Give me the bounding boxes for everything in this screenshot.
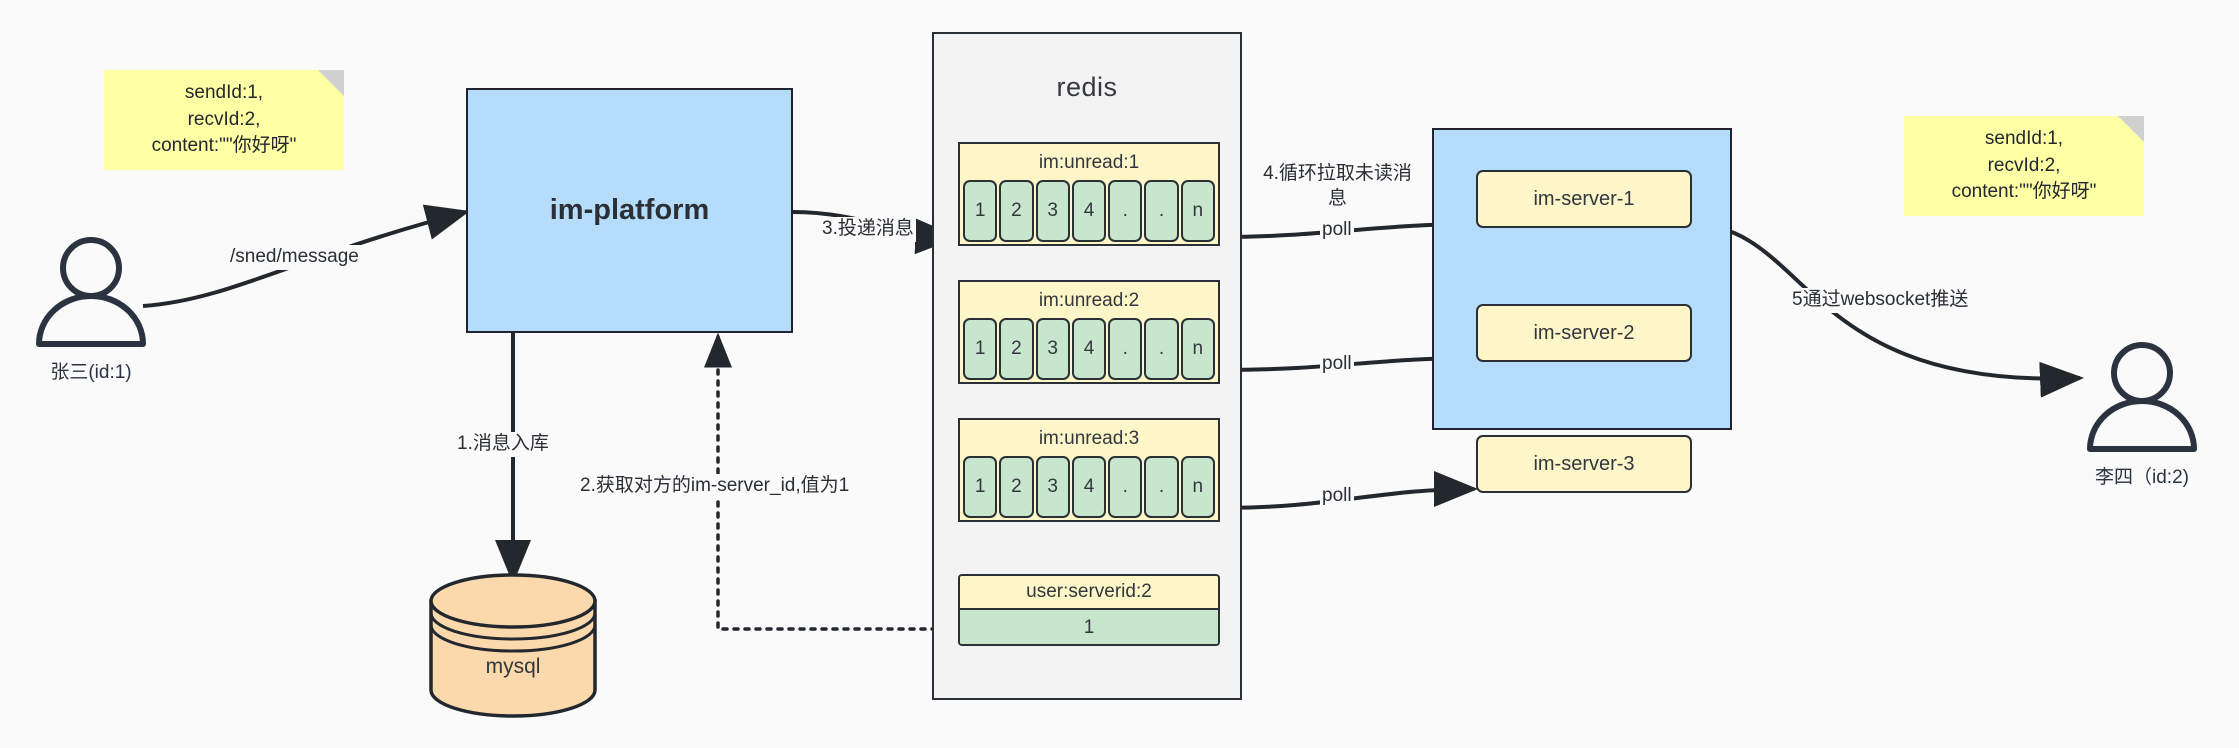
- edge-label-poll-2: poll: [1320, 352, 1354, 377]
- node-im-server-1[interactable]: im-server-1: [1476, 170, 1692, 228]
- sticky-note-left-text: sendId:1, recvId:2, content:""你好呀": [151, 81, 297, 157]
- list-cell: n: [1180, 180, 1215, 242]
- redis-title: redis: [1056, 72, 1118, 102]
- node-im-server-3[interactable]: im-server-3: [1476, 435, 1692, 493]
- list-cell: 2: [999, 318, 1034, 380]
- list-cell: 1: [963, 318, 998, 380]
- list-cell: 3: [1035, 180, 1070, 242]
- edge-label-step4: 4.循环拉取未读消 息: [1258, 162, 1417, 212]
- list-cell: 3: [1035, 318, 1070, 380]
- edge-label-step2: 2.获取对方的im-server_id,值为1: [578, 474, 852, 499]
- list-cell: 4: [1071, 180, 1107, 242]
- edge-label-step5: 5通过websocket推送: [1790, 288, 1971, 313]
- person-icon: [36, 237, 146, 347]
- list-cell: .: [1144, 456, 1179, 518]
- list-cell: 1: [963, 456, 998, 518]
- node-im-server-3-label: im-server-3: [1533, 452, 1635, 475]
- person-icon: [2087, 342, 2197, 452]
- mysql-cylinder: [429, 573, 597, 718]
- edge-label-poll-1: poll: [1320, 218, 1354, 243]
- list-cell: 2: [999, 180, 1034, 242]
- node-im-platform-label: im-platform: [549, 194, 710, 226]
- edge-label-poll-3: poll: [1320, 484, 1354, 509]
- list-cell: 1: [963, 180, 998, 242]
- node-im-platform[interactable]: im-platform: [466, 88, 793, 333]
- node-mysql-label: mysql: [485, 655, 541, 678]
- node-im-server-2-label: im-server-2: [1533, 321, 1635, 344]
- list-cell: .: [1108, 456, 1143, 518]
- list-cell: .: [1108, 180, 1143, 242]
- sticky-note-right: sendId:1, recvId:2, content:""你好呀": [1904, 116, 2144, 216]
- list-cell: .: [1108, 318, 1143, 380]
- actor-sender-label: 张三(id:1): [50, 362, 132, 383]
- node-im-server-2[interactable]: im-server-2: [1476, 304, 1692, 362]
- sticky-note-left: sendId:1, recvId:2, content:""你好呀": [104, 70, 344, 170]
- edge-label-step3: 3.投递消息: [820, 217, 916, 242]
- sticky-note-right-text: sendId:1, recvId:2, content:""你好呀": [1951, 127, 2097, 203]
- redis-kv-value: 1: [960, 610, 1218, 644]
- node-redis-panel[interactable]: redis im:unread:1 1 2 3 4 . . n im:unrea…: [932, 32, 1242, 700]
- list-cell: n: [1180, 456, 1215, 518]
- node-im-server-1-label: im-server-1: [1533, 187, 1635, 210]
- redis-list-key: im:unread:2: [960, 282, 1218, 320]
- list-cell: 2: [999, 456, 1034, 518]
- redis-list-im-unread-2[interactable]: im:unread:2 1 2 3 4 . . n: [958, 280, 1220, 384]
- edge-label-send-message: /sned/message: [228, 245, 361, 270]
- edge-label-step1: 1.消息入库: [455, 432, 551, 457]
- list-cell: 4: [1071, 318, 1107, 380]
- node-im-server-container[interactable]: im-server-1 im-server-2 im-server-3: [1432, 128, 1732, 493]
- list-cell: .: [1144, 180, 1179, 242]
- redis-list-key: im:unread:3: [960, 420, 1218, 458]
- redis-list-im-unread-1[interactable]: im:unread:1 1 2 3 4 . . n: [958, 142, 1220, 246]
- note-fold-icon: [2118, 116, 2144, 142]
- list-cell: 4: [1071, 456, 1107, 518]
- list-cell: 3: [1035, 456, 1070, 518]
- note-fold-icon: [318, 70, 344, 96]
- redis-list-key: im:unread:1: [960, 144, 1218, 182]
- redis-list-im-unread-3[interactable]: im:unread:3 1 2 3 4 . . n: [958, 418, 1220, 522]
- list-cell: .: [1144, 318, 1179, 380]
- list-cell: n: [1180, 318, 1215, 380]
- redis-kv-key: user:serverid:2: [960, 576, 1218, 610]
- actor-receiver-label: 李四（id:2): [2095, 467, 2189, 488]
- redis-kv-user-serverid[interactable]: user:serverid:2 1: [958, 574, 1220, 646]
